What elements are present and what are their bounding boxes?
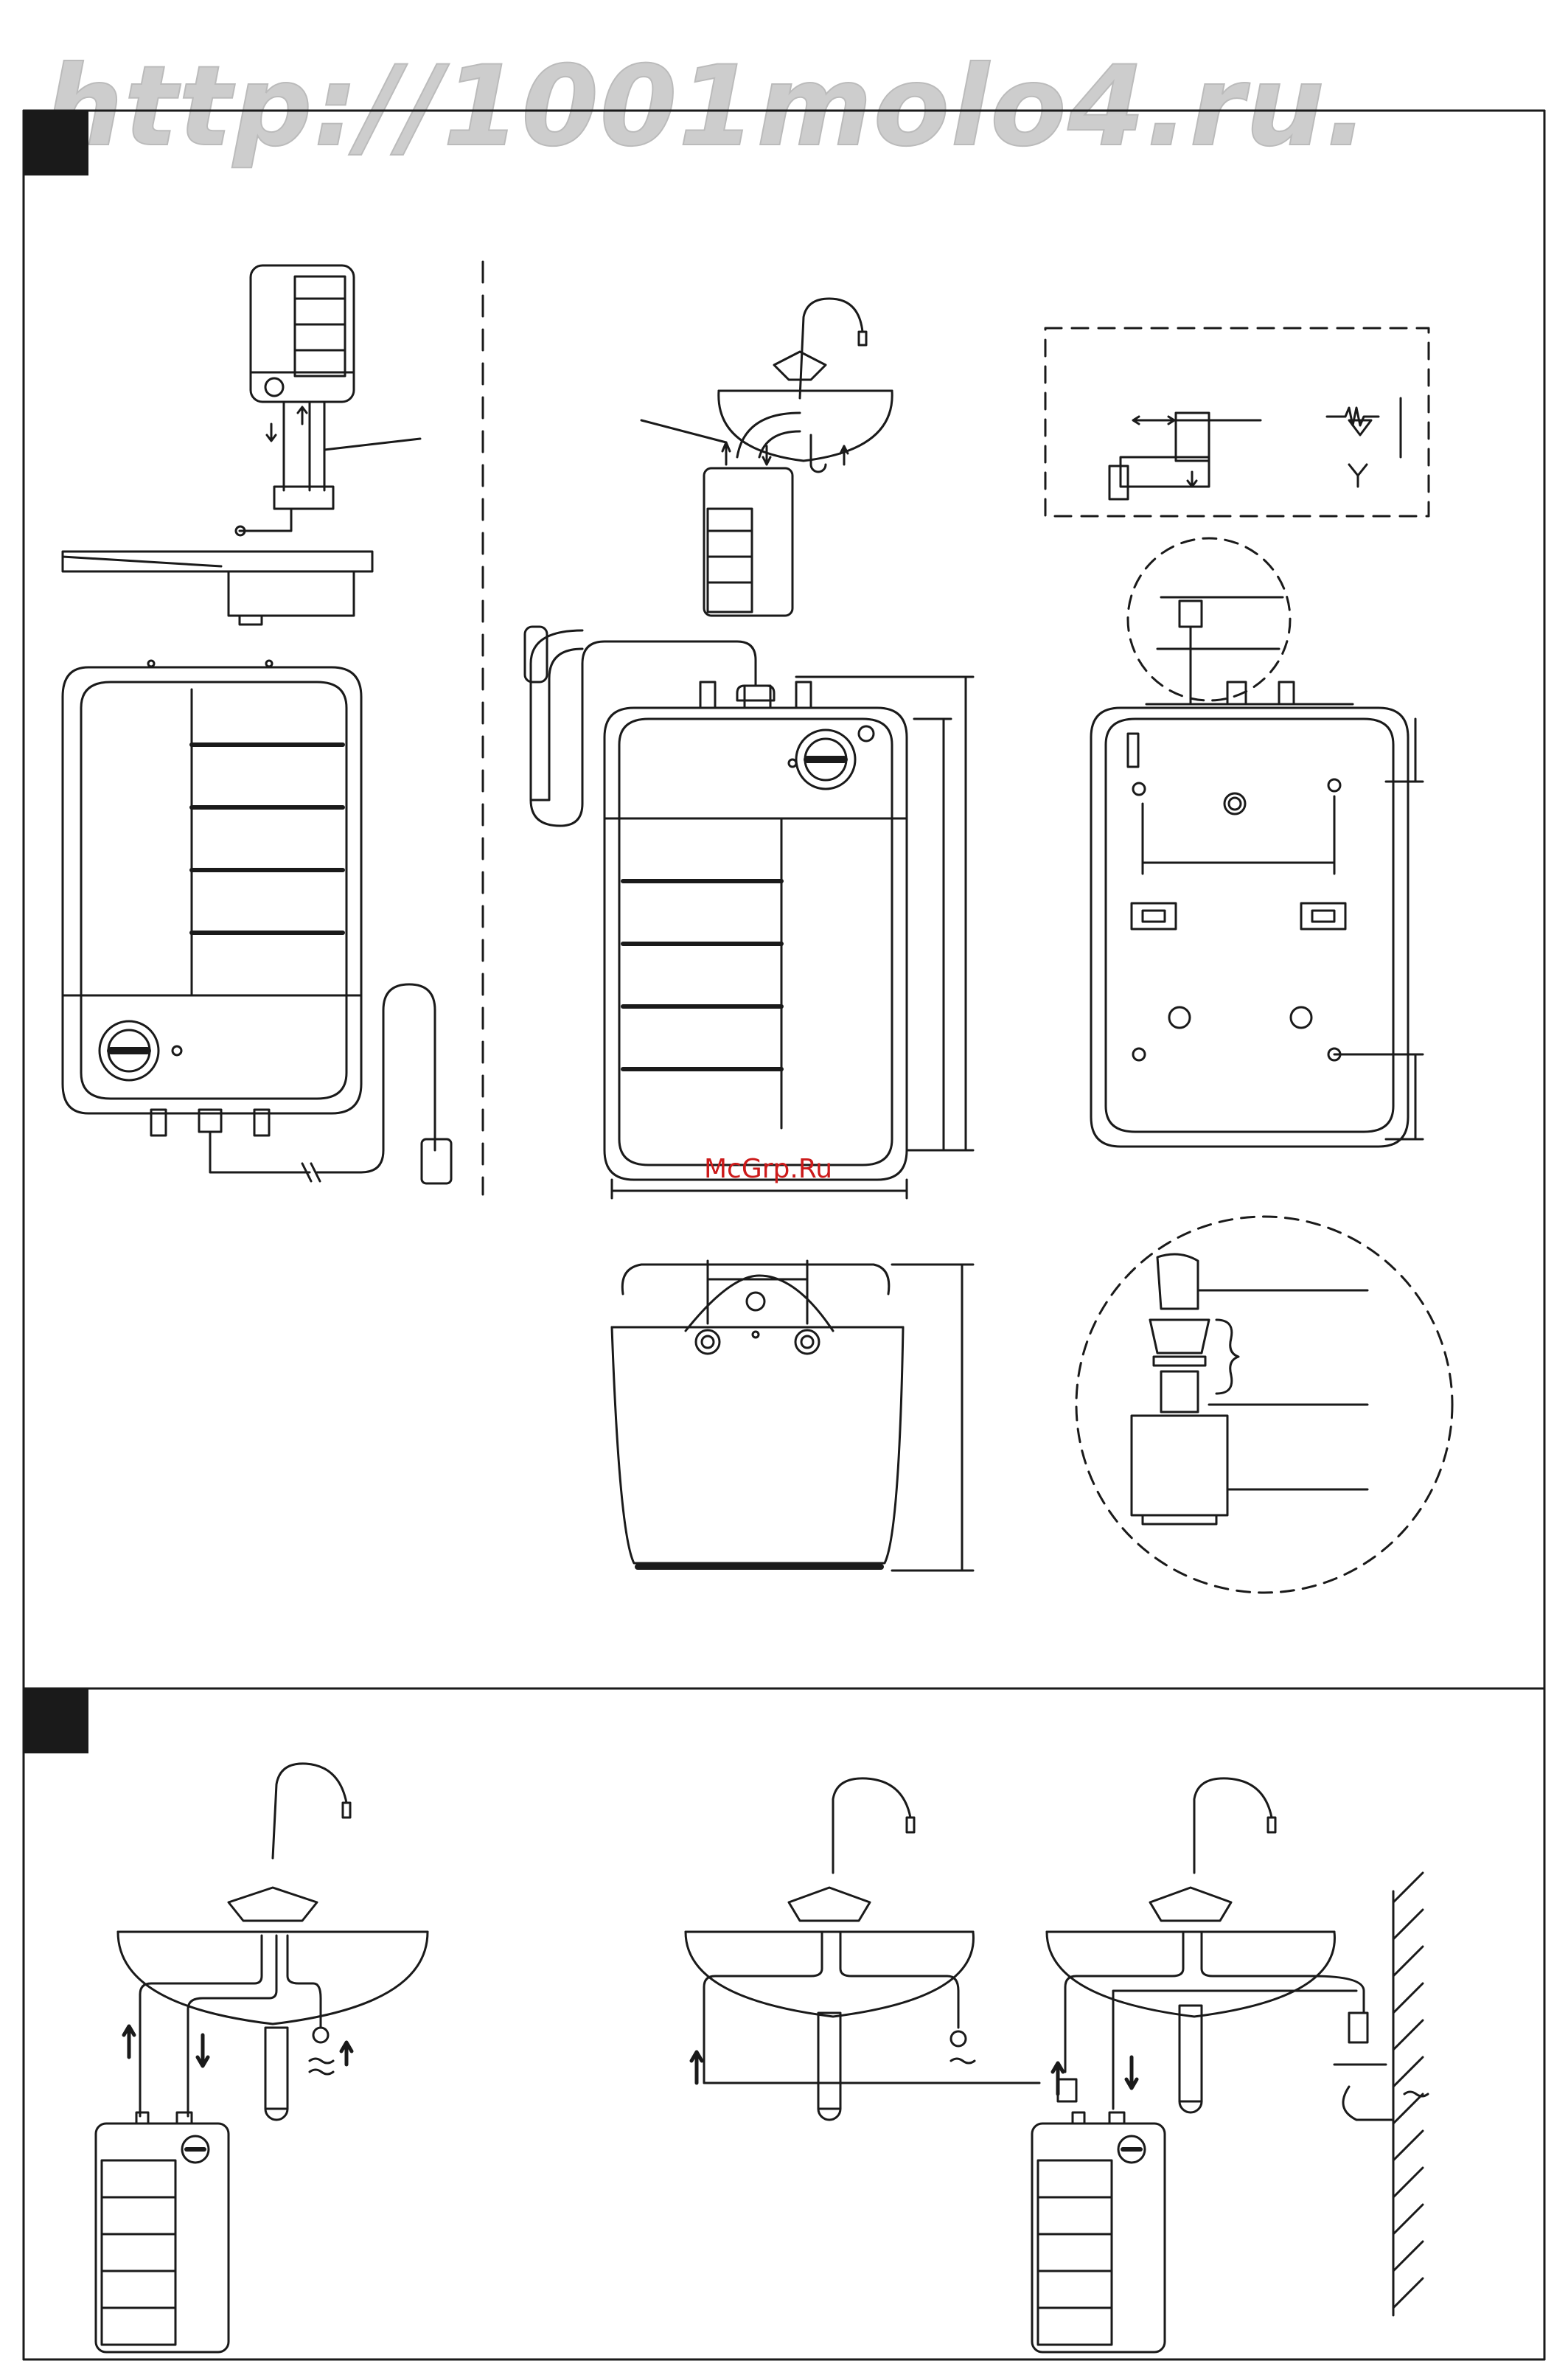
- safety-valve-icon: [1045, 328, 1429, 516]
- double-sink-icon: [686, 1778, 1428, 2352]
- single-sink-icon: [96, 1764, 428, 2352]
- section-1-marker: [24, 111, 88, 175]
- heater-front-icon-dimensions: [525, 627, 973, 1198]
- under-sink-heater-icon: [641, 299, 892, 616]
- heater-back-icon: [1091, 538, 1423, 1147]
- section-2-marker: [24, 1688, 88, 1753]
- heater-top-icon: [612, 1261, 973, 1571]
- pipe-connector-icon: [1076, 1217, 1452, 1593]
- over-sink-heater-icon: [63, 265, 420, 625]
- heater-front-icon: [63, 661, 451, 1183]
- credit-label: McGrp.Ru: [704, 1154, 832, 1184]
